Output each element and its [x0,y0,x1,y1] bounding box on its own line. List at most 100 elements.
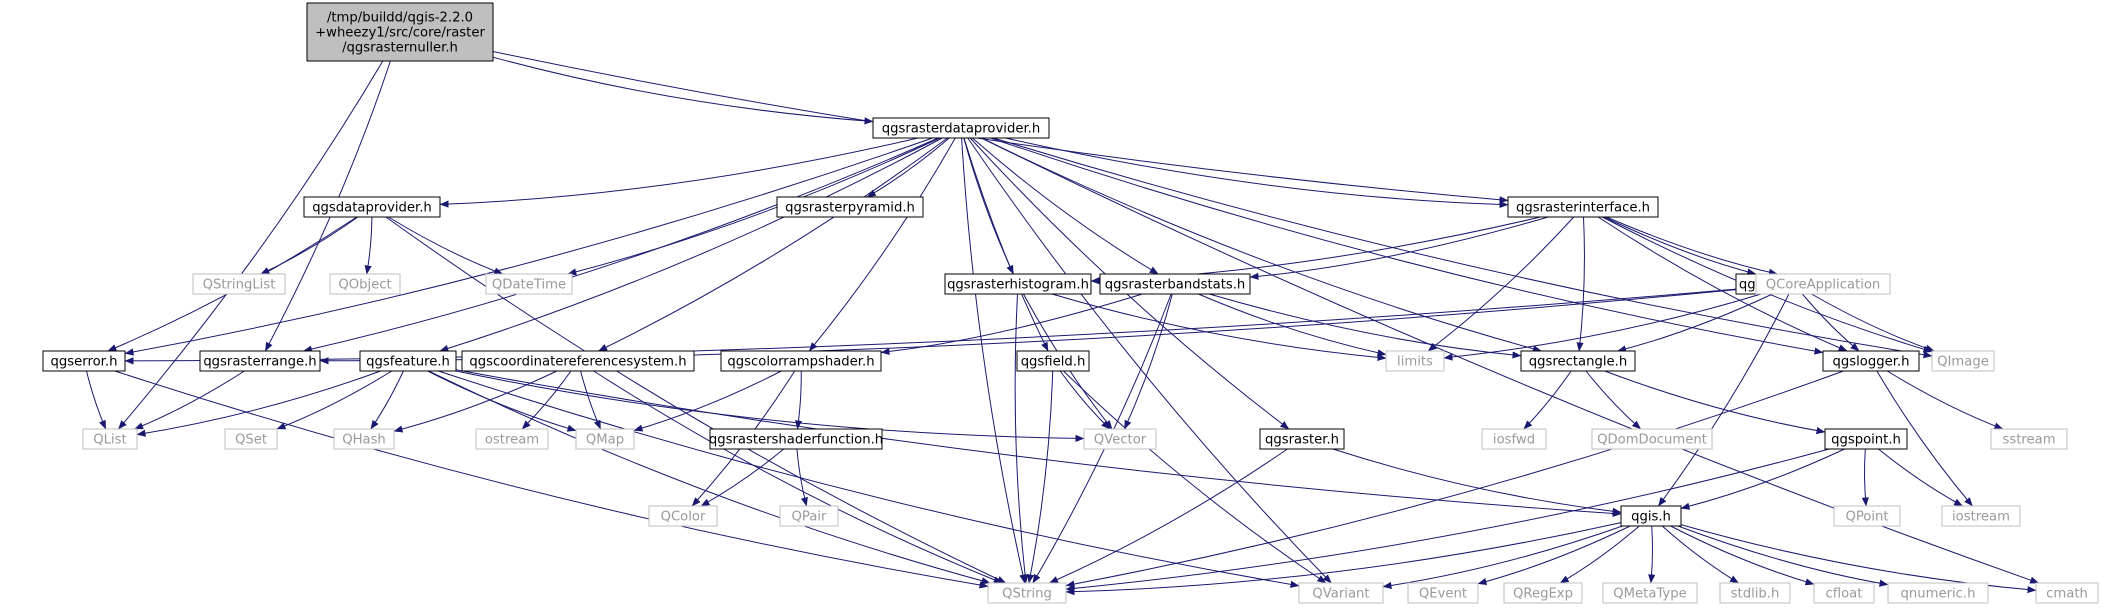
node-box [485,273,573,295]
node-label: QColor [661,510,706,525]
node-box [1887,582,1989,604]
node-label: QMap [586,433,624,448]
node-qgsfeature[interactable]: qgsfeature.h [359,350,457,372]
edge-qgsrectangle-to-iosfwd [1523,370,1572,430]
edge-qgsrasterinterface-to-qgsrasterbandstats [1249,216,1549,280]
node-qstring-list: QStringList [192,273,286,295]
edge-qgsrasterblock-to-qimage [1811,293,1935,352]
edge-qgsrasterdataprovider-to-qgserror [124,137,933,356]
edge-qgsrasternuller-to-qgsrasterdataprovider [492,56,874,125]
edge-qgscoordinatereferencesystem-to-qmap [580,370,602,430]
node-label: QMetaType [1613,587,1686,602]
node-qstring: QString [987,582,1067,604]
node-sstream: sstream [1990,428,2068,450]
node-box [306,2,494,62]
edge-qgsrasterhistogram-to-limits [1051,293,1387,361]
edge-qgis-to-qnumeric [1677,525,1889,587]
edge-qgsrasterdataprovider-to-qstring [961,137,1027,584]
node-box [359,350,457,372]
node-qgscoordinatereferencesystem[interactable]: qgscoordinatereferencesystem.h [461,350,695,372]
edge-qgsrasterdataprovider-to-qdate-time [567,137,941,276]
edge-qgscoordinatereferencesystem-to-qstring [593,370,1003,584]
node-label: /tmp/buildd/qgis-2.2.0 [327,11,473,26]
node-qgsrasterbandstats[interactable]: qgsrasterbandstats.h [1099,273,1251,295]
node-label: QImage [1937,355,1989,370]
edge-qgsrasterblock-to-qgserror [124,288,1737,365]
node-label: qgspoint.h [1831,433,1901,448]
node-label: QDateTime [492,278,566,293]
node-qgsfield[interactable]: qgsfield.h [1016,350,1090,372]
node-label: cfloat [1826,587,1863,602]
node-qgsrasternuller[interactable]: /tmp/buildd/qgis-2.2.0+wheezy1/src/core/… [306,2,494,62]
node-qgsrasterinterface[interactable]: qgsrasterinterface.h [1507,196,1659,218]
edge-qgsrasternuller-to-qlist [118,60,384,430]
node-box [333,428,395,450]
node-box [575,428,635,450]
node-label: qgslogger.h [1833,355,1910,370]
node-box [709,428,883,450]
node-qgslogger[interactable]: qgslogger.h [1822,350,1920,372]
node-qgsrectangle[interactable]: qgsrectangle.h [1520,350,1636,372]
edge-qgsrasterblock-to-qgsrectangle [1617,293,1773,353]
edge-qgsrasterdataprovider-to-qgsrasterrange [302,137,939,353]
node-qgsraster[interactable]: qgsraster.h [1259,428,1345,450]
edge-qgslogger-to-qstring [1065,370,1844,588]
node-qgsdataprovider[interactable]: qgsdataprovider.h [303,196,441,218]
edge-qgis-to-qstring [1065,522,1622,596]
node-cfloat: cfloat [1813,582,1875,604]
node-qgscolorrampshader[interactable]: qgscolorrampshader.h [720,350,882,372]
edge-qgsrasterbandstats-to-limits [1198,293,1387,357]
edge-qgsrasterbandstats-to-qgscolorrampshader [880,293,1143,356]
edge-qgspoint-to-qstring [1065,448,1830,592]
edge-qgscoordinatereferencesystem-to-qhash [393,370,558,433]
node-label: QCoreApplication [1766,278,1881,293]
node-box [1385,350,1445,372]
node-label: limits [1397,355,1433,370]
edge-qgsrasterdataprovider-to-qimage [993,137,1933,359]
node-box [1620,505,1682,527]
node-qpoint: QPoint [1833,505,1901,527]
edge-qgsrasterrange-to-qlist [134,370,245,430]
node-label: sstream [2002,433,2055,448]
node-qgsrastershaderfunction[interactable]: qgsrastershaderfunction.h [709,428,883,450]
node-label: qgsrastershaderfunction.h [709,433,883,448]
edge-qgsfeature-to-qset [276,370,393,430]
edge-qgsrectangle-to-qdom-document [1585,370,1642,430]
node-label: qgis.h [1631,510,1671,525]
node-label: qgsrasterbandstats.h [1105,278,1246,293]
node-qcolor: QColor [648,505,718,527]
node-limits: limits [1385,350,1445,372]
node-qgsrasterpyramid[interactable]: qgsrasterpyramid.h [776,196,924,218]
edge-qgsrasterdataprovider-to-qgsrasterbandstats [972,137,1159,275]
edge-qgsrasterdataprovider-to-qgscoordinatereferencesystem [598,137,948,352]
node-label: QDomDocument [1597,433,1707,448]
node-qgsrasterdataprovider[interactable]: qgsrasterdataprovider.h [872,117,1050,139]
edge-qgis-to-cfloat [1670,525,1815,586]
edge-qgscolorrampshader-to-qgsrastershaderfunction [795,370,803,430]
node-qobject: QObject [329,273,401,295]
edge-qgsrasterhistogram-to-qstring [1014,293,1029,584]
node-label: qgsfeature.h [366,355,450,370]
node-label: QStringList [203,278,276,293]
node-box [1822,350,1920,372]
node-label: qgsrasterpyramid.h [785,201,915,216]
node-qgsrasterrange[interactable]: qgsrasterrange.h [199,350,321,372]
node-box [1824,428,1908,450]
node-label: QObject [338,278,391,293]
edge-qgsfeature-to-qlist [136,370,381,437]
node-box [1407,582,1479,604]
node-qgis[interactable]: qgis.h [1620,505,1682,527]
node-label: qgsraster.h [1265,433,1339,448]
node-label: QVariant [1312,587,1369,602]
edge-qgserror-to-qstring [114,370,989,589]
node-label: ostream [485,433,539,448]
node-label: QPoint [1845,510,1888,525]
node-label: iostream [1952,510,2010,525]
nodes-layer: /tmp/buildd/qgis-2.2.0+wheezy1/src/core/… [42,2,2099,604]
edge-qgsrasterdataprovider-to-qgsrasterpyramid [866,137,950,198]
node-qgspoint[interactable]: qgspoint.h [1824,428,1908,450]
node-box [329,273,401,295]
node-qgsrasterhistogram[interactable]: qgsrasterhistogram.h [944,273,1092,295]
edge-qgserror-to-qlist [86,370,107,430]
node-qgserror[interactable]: qgserror.h [42,350,126,372]
